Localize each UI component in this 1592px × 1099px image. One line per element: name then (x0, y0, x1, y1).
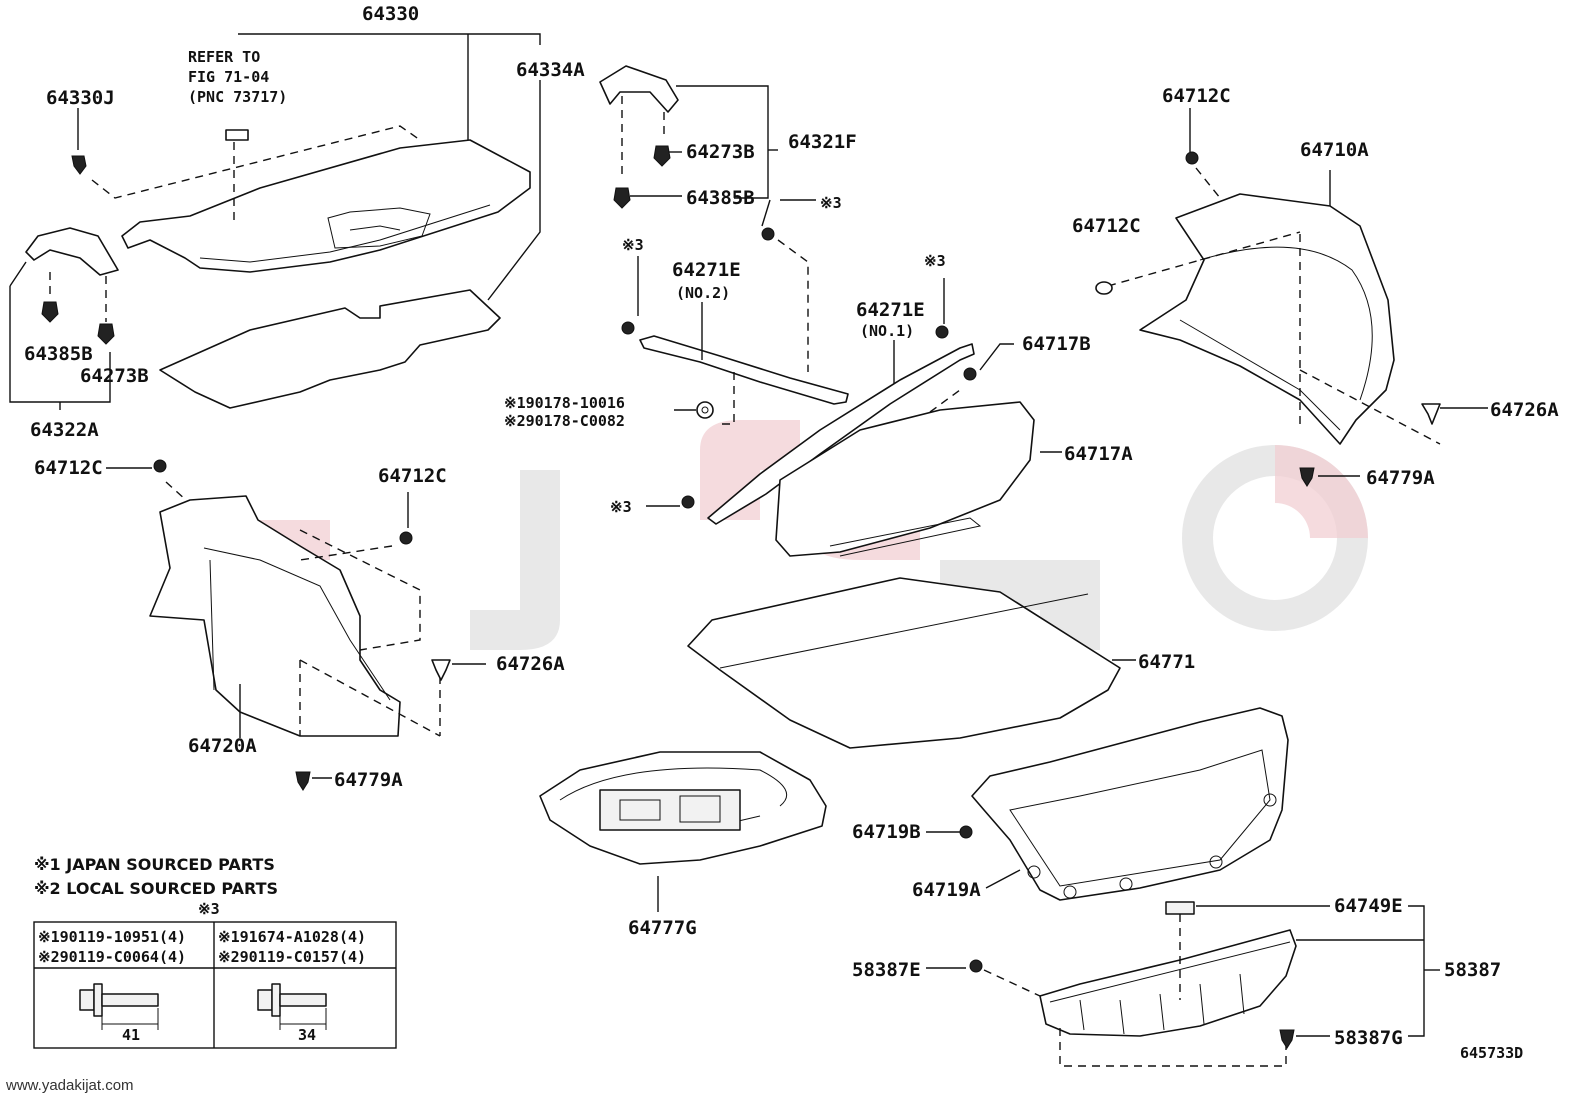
bolt-ref3-d (681, 495, 695, 509)
bolt-ref3-c (935, 325, 949, 339)
legend-col1-row2: ※290119-C0064(4) (38, 948, 186, 966)
label-58387g: 58387G (1334, 1027, 1403, 1049)
legend-table (33, 921, 397, 1049)
stay-64271e-no2 (639, 335, 849, 405)
side-trim-left-64720a (149, 495, 401, 737)
refer-line-2: FIG 71-04 (188, 68, 269, 86)
clip-64712c-center (399, 531, 413, 545)
trunk-mat-64771 (687, 577, 1121, 749)
label-ref3-d: ※3 (610, 498, 632, 516)
label-64271e-no2: 64271E (672, 259, 741, 281)
clip-64749e (1165, 901, 1195, 915)
label-64385b-top: 64385B (686, 187, 755, 209)
label-64273b-left: 64273B (80, 365, 149, 387)
label-64273b-top: 64273B (686, 141, 755, 163)
drawing-number: 645733D (1460, 1044, 1523, 1062)
label-64717a: 64717A (1064, 443, 1133, 465)
scuff-plate-58387 (1039, 929, 1297, 1037)
legend-col1-dim: 41 (122, 1026, 140, 1044)
bolt-ref3-b (621, 321, 635, 335)
label-58387e: 58387E (852, 959, 921, 981)
label-64385b-left: 64385B (24, 343, 93, 365)
label-64779a-left: 64779A (334, 769, 403, 791)
label-64726a-left: 64726A (496, 653, 565, 675)
clip-64385b-top (613, 187, 631, 209)
bolt-illustration-34 (257, 983, 327, 1030)
legend-col2-dim: 34 (298, 1026, 316, 1044)
package-tray-trim (121, 129, 531, 273)
clip-64779a-left (295, 771, 311, 791)
clip-64712c-right-top (1185, 151, 1199, 165)
label-64271e-no1: 64271E (856, 299, 925, 321)
legend-col2-row1: ※191674-A1028(4) (218, 928, 366, 946)
side-trim-right-64710a (1139, 193, 1395, 445)
label-64322a: 64322A (30, 419, 99, 441)
package-tray-mat (159, 289, 501, 409)
label-64720a: 64720A (188, 735, 257, 757)
clip-64273b-top (653, 145, 671, 167)
bolt-ref3-a (761, 227, 775, 241)
label-64719a: 64719A (912, 879, 981, 901)
legend-table-header: ※3 (198, 900, 220, 918)
label-64330j: 64330J (46, 87, 115, 109)
footer-url: www.yadakijat.com (5, 1077, 134, 1094)
clip-64330j (71, 155, 87, 175)
label-ref3-b: ※3 (622, 236, 644, 254)
clip-64726a-left (431, 659, 451, 681)
trunk-cover-64717a (775, 401, 1035, 557)
trunk-lid-trim-64719a (971, 707, 1289, 901)
label-64777g: 64777G (628, 917, 697, 939)
stay-64271e-no1 (707, 343, 975, 525)
label-no1: (NO.1) (860, 322, 914, 340)
label-64717b: 64717B (1022, 333, 1091, 355)
label-ref3-c: ※3 (924, 252, 946, 270)
label-64712c-right-top: 64712C (1162, 85, 1231, 107)
nut-190178 (696, 401, 714, 419)
label-no2: (NO.2) (676, 284, 730, 302)
label-ref3-a: ※3 (820, 194, 842, 212)
label-bolt-2: ※290178-C0082 (504, 412, 625, 430)
label-64330: 64330 (362, 3, 419, 25)
label-64749e: 64749E (1334, 895, 1403, 917)
label-64712c-right-mid: 64712C (1072, 215, 1141, 237)
bolt-illustration-41 (79, 983, 159, 1030)
clip-64717b (963, 367, 977, 381)
clip-58387g (1279, 1029, 1295, 1049)
label-64334a: 64334A (516, 59, 585, 81)
label-bolt-1: ※190178-10016 (504, 394, 625, 412)
label-64771: 64771 (1138, 651, 1195, 673)
clip-64719b (959, 825, 973, 839)
label-58387: 58387 (1444, 959, 1501, 981)
trim-cover-left (25, 227, 119, 276)
label-64779a-right: 64779A (1366, 467, 1435, 489)
bracket-64334a (599, 65, 679, 113)
legend-col2-row2: ※290119-C0157(4) (218, 948, 366, 966)
legend-line-1: ※1 JAPAN SOURCED PARTS (34, 855, 275, 874)
clip-64726a-right (1421, 403, 1441, 425)
spare-tray-64777g (539, 751, 827, 865)
refer-line-1: REFER TO (188, 48, 260, 66)
legend-line-2: ※2 LOCAL SOURCED PARTS (34, 879, 278, 898)
clip-64712c-right-mid (1095, 281, 1113, 295)
clip-64712c-left (153, 459, 167, 473)
label-64710a: 64710A (1300, 139, 1369, 161)
clip-64779a-right (1299, 467, 1315, 487)
label-64726a-right: 64726A (1490, 399, 1559, 421)
refer-line-3: (PNC 73717) (188, 88, 287, 106)
clip-64273b-left (97, 323, 115, 345)
label-64712c-center: 64712C (378, 465, 447, 487)
label-64719b: 64719B (852, 821, 921, 843)
legend-col1-row1: ※190119-10951(4) (38, 928, 186, 946)
clip-64385b-left (41, 301, 59, 323)
label-64321f: 64321F (788, 131, 857, 153)
label-64712c-left: 64712C (34, 457, 103, 479)
clip-58387e (969, 959, 983, 973)
